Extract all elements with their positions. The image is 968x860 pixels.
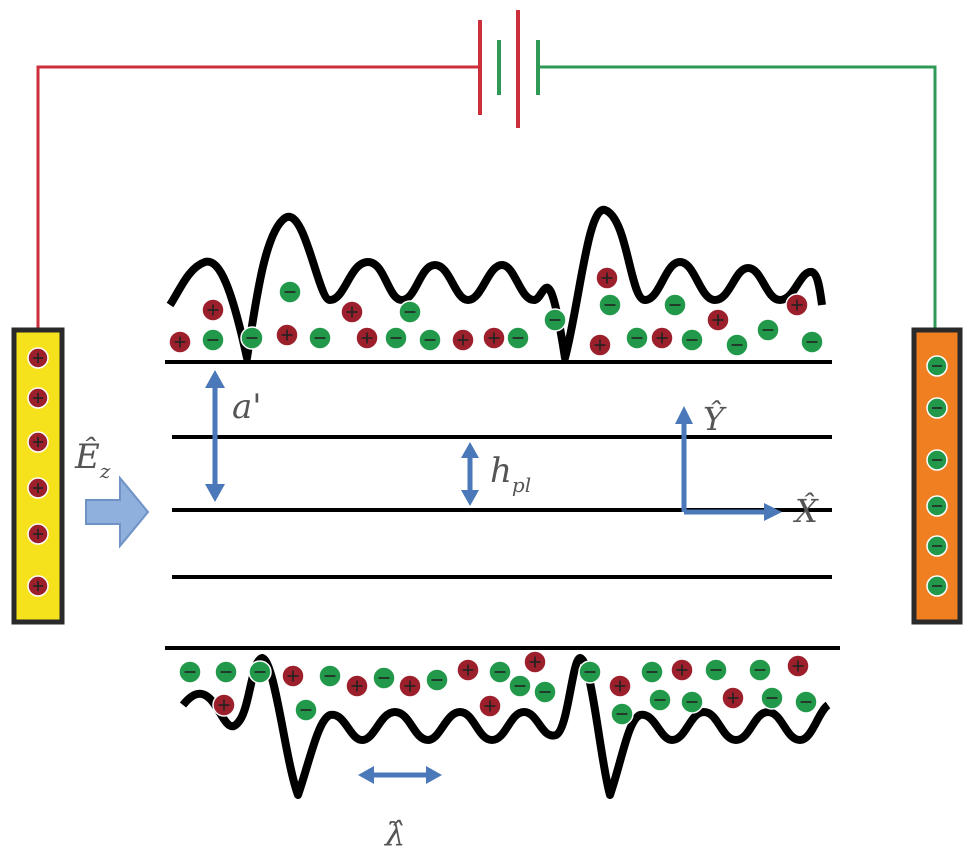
positive-ion (27, 575, 49, 597)
negative-ion (800, 330, 824, 354)
positive-ion (608, 674, 632, 698)
negative-ion (610, 702, 634, 726)
negative-ion (506, 326, 530, 350)
anode-electrode (11, 327, 65, 625)
wavelength-label: λ̂ (383, 815, 405, 853)
negative-ion (926, 575, 948, 597)
negative-ion (384, 326, 408, 350)
negative-ion (663, 293, 687, 317)
upper-rough-wall (166, 206, 826, 362)
positive-ion (478, 694, 502, 718)
wavelength-arrow (358, 766, 442, 784)
negative-ion (926, 535, 948, 557)
negative-ion (680, 690, 704, 714)
negative-ion (794, 690, 818, 714)
electric-field-label: Êz (74, 436, 111, 483)
negative-ion (488, 660, 512, 684)
battery-icon (478, 10, 540, 128)
positive-ion (650, 326, 674, 350)
negative-ion (760, 686, 784, 710)
positive-ion (345, 674, 369, 698)
positive-ion (27, 387, 49, 409)
negative-ion (294, 698, 318, 722)
negative-ion (748, 658, 772, 682)
positive-ion (482, 326, 506, 350)
upper-ion-layer (168, 266, 824, 357)
pitch-label: hpl (490, 451, 531, 497)
positive-ion (27, 431, 49, 453)
negative-ion (756, 318, 780, 342)
negative-ion (926, 449, 948, 471)
negative-ion (278, 280, 302, 304)
positive-ion (201, 298, 225, 322)
amplitude-label: a' (232, 387, 262, 427)
negative-ion (680, 328, 704, 352)
positive-ion (451, 328, 475, 352)
negative-ion (926, 397, 948, 419)
negative-ion (926, 355, 948, 377)
negative-ion (648, 688, 672, 712)
positive-ion (168, 330, 192, 354)
positive-ion (706, 308, 730, 332)
positive-ion (212, 693, 236, 717)
negative-ion (508, 674, 532, 698)
negative-ion (725, 333, 749, 357)
negative-ion (248, 660, 272, 684)
positive-ion (595, 266, 619, 290)
positive-ion (340, 300, 364, 324)
x-axis-label: X̂ (792, 492, 819, 530)
positive-ion (523, 650, 547, 674)
negative-ion (704, 658, 728, 682)
green-wire (540, 65, 937, 330)
negative-ion (214, 660, 238, 684)
positive-ion (456, 658, 480, 682)
positive-ion (27, 523, 49, 545)
negative-ion (625, 326, 649, 350)
positive-ion (355, 326, 379, 350)
negative-ion (240, 326, 264, 350)
negative-ion (201, 328, 225, 352)
positive-ion (670, 658, 694, 682)
positive-ion (27, 347, 49, 369)
negative-ion (578, 660, 602, 684)
positive-ion (275, 323, 299, 347)
negative-ion (533, 680, 557, 704)
positive-ion (398, 674, 422, 698)
cathode-electrode (911, 327, 963, 625)
pitch-arrow (461, 442, 479, 506)
red-wire (36, 65, 478, 330)
negative-ion (372, 666, 396, 690)
positive-ion (721, 686, 745, 710)
negative-ion (308, 326, 332, 350)
negative-ion (398, 300, 422, 324)
y-axis-label: Ŷ (703, 400, 727, 438)
amplitude-arrow (205, 370, 225, 502)
positive-ion (786, 654, 810, 678)
positive-ion (785, 293, 809, 317)
negative-ion (598, 293, 622, 317)
positive-ion (27, 477, 49, 499)
negative-ion (318, 664, 342, 688)
positive-ion (281, 664, 305, 688)
coordinate-axes (675, 406, 782, 521)
negative-ion (543, 308, 567, 332)
lower-ion-layer (178, 650, 818, 726)
lower-rough-wall (179, 654, 831, 799)
negative-ion (425, 668, 449, 692)
negative-ion (178, 660, 202, 684)
negative-ion (640, 660, 664, 684)
electric-field-arrow (85, 475, 150, 549)
negative-ion (926, 495, 948, 517)
negative-ion (418, 328, 442, 352)
positive-ion (588, 333, 612, 357)
